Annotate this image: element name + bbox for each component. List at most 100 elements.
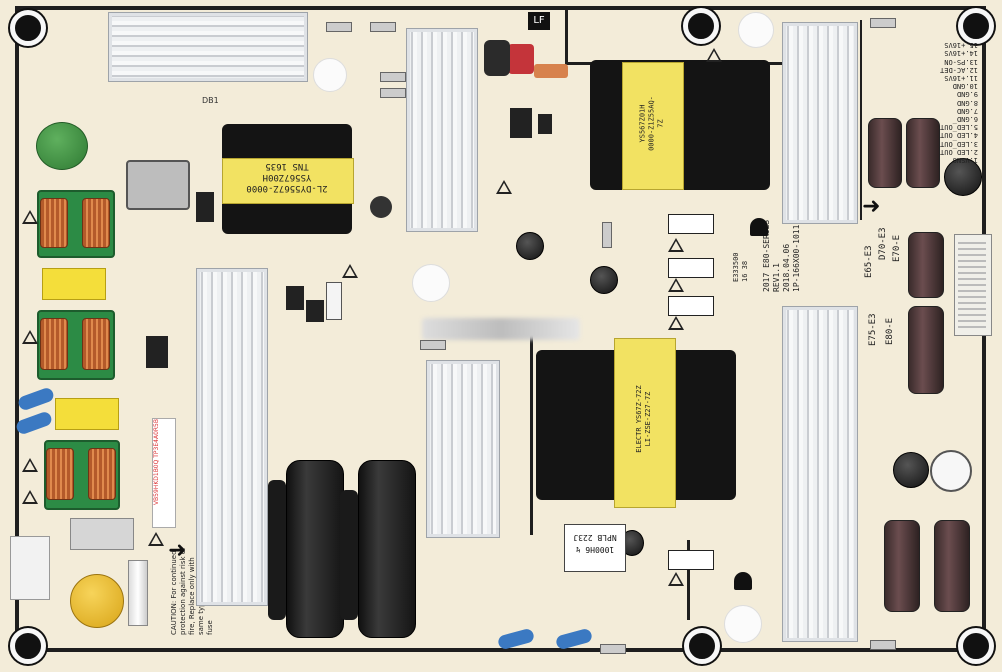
warning-triangle xyxy=(342,264,358,278)
grey-component xyxy=(70,518,134,550)
mounting-hole-tr xyxy=(958,8,994,44)
pin-11: 11.+16VS xyxy=(944,73,978,82)
resistor xyxy=(600,644,626,654)
transformer-main-tape xyxy=(614,338,676,508)
optocoupler-4 xyxy=(668,550,714,570)
diode-1 xyxy=(510,108,532,138)
transformer-left-line-2: YS567Z00H xyxy=(262,172,312,182)
transformer-left-label: 2L-DY5567Z-0000 YS567Z00H TNS 1635 xyxy=(226,160,348,193)
pin-8: 8.GND xyxy=(956,98,978,107)
output-capacitor-4 xyxy=(908,306,944,394)
lf-mark: LF xyxy=(528,12,550,30)
radial-capacitor-1 xyxy=(944,158,982,196)
e-label-4: E80-E xyxy=(885,317,895,345)
resistor xyxy=(326,22,352,32)
transformer-left-line-1: 2L-DY5567Z-0000 xyxy=(246,183,328,193)
heatsink-center-top xyxy=(406,28,478,232)
ul-stamp: E333500 16 38 xyxy=(732,252,750,282)
red-capacitor xyxy=(508,44,534,74)
resistor xyxy=(370,22,396,32)
trace-divider-4 xyxy=(687,540,690,620)
pin-3: 3.LED_OUT xyxy=(940,139,978,148)
barcode-value: VB59HKD1B0Q TP3E4A0R5B xyxy=(153,419,160,506)
warning-triangle xyxy=(22,490,38,504)
e-label-1: D70-E3 xyxy=(878,227,888,260)
bulk-capacitor-sleeve-2 xyxy=(340,490,358,620)
transformer-left-tape xyxy=(222,158,354,204)
output-capacitor-6 xyxy=(934,520,970,612)
warning-triangle xyxy=(22,210,38,224)
transformer-main-line-2: LI-ZSE-Z27-7Z xyxy=(644,391,652,447)
emi-coil-3b xyxy=(88,448,116,500)
resistor xyxy=(420,340,446,350)
transformer-top-line-2: 0000-Z1Z55AQ-7Z xyxy=(647,96,665,151)
connector-pin-list: 1.VSNS 2.LED_OUT 3.LED_OUT 4.LED_OUT 5.L… xyxy=(898,41,978,164)
transformer-main-line-1: ELECTR YS67Z-72Z xyxy=(635,385,643,453)
input-connector xyxy=(10,536,50,600)
resistor xyxy=(380,88,406,98)
pin-7: 7.GND xyxy=(956,106,978,115)
warning-triangle xyxy=(496,180,512,194)
diode-5 xyxy=(286,286,304,310)
resistor xyxy=(380,72,406,82)
series-silk-text: 2017 E80-SERIES REV1.1 2018.04.06 1P-166… xyxy=(762,220,802,292)
output-inductor: 1000H6 ↯ NPLB 223J xyxy=(564,524,626,572)
standoff xyxy=(724,605,762,643)
standoff xyxy=(738,12,774,48)
optocoupler-2 xyxy=(668,258,714,278)
pin-1: 1.VSNS xyxy=(952,156,978,164)
warning-triangle xyxy=(148,532,164,546)
resistor xyxy=(870,640,896,650)
output-capacitor-1 xyxy=(868,118,902,188)
pin-14: 14.+16VS xyxy=(944,49,978,58)
mounting-hole-tm xyxy=(683,8,719,44)
emi-coil-1b xyxy=(82,198,110,248)
y-capacitor-blue-2 xyxy=(14,410,54,436)
lf-mark-text: LF xyxy=(533,15,545,26)
trace-left xyxy=(15,6,19,646)
e-label-3: E65-E3 xyxy=(864,245,874,278)
transformer-left-line-3: TNS 1635 xyxy=(265,161,309,171)
e-label-5: E75-E3 xyxy=(868,313,878,346)
inductor-white-ring xyxy=(930,450,972,492)
trace-divider-5 xyxy=(860,20,862,220)
warning-triangle xyxy=(22,330,38,344)
radial-capacitor-4 xyxy=(590,266,618,294)
inductor-grey xyxy=(126,160,190,210)
pin-15: 15.+16VS xyxy=(944,41,978,50)
output-capacitor-3 xyxy=(908,232,944,298)
optocoupler-3 xyxy=(668,296,714,316)
bulk-capacitor-sleeve xyxy=(268,480,286,620)
trace-bottom xyxy=(15,648,985,652)
output-connector-pins xyxy=(958,240,986,328)
diode-3 xyxy=(146,336,168,368)
pin-4: 4.LED_OUT xyxy=(940,131,978,140)
diode-6 xyxy=(306,300,324,322)
series-line-3: 2018.04.06 xyxy=(782,243,791,292)
output-capacitor-2 xyxy=(906,118,940,188)
y-capacitor-blue-3 xyxy=(496,627,536,651)
y-capacitor-blue-4 xyxy=(554,627,594,651)
radial-capacitor-2 xyxy=(893,452,929,488)
warning-triangle xyxy=(668,572,684,586)
emi-coil-1a xyxy=(40,198,68,248)
bulk-capacitor-1 xyxy=(286,460,344,638)
transistor-2 xyxy=(734,572,752,590)
pin-2: 2.LED_OUT xyxy=(940,147,978,156)
warning-triangle xyxy=(668,278,684,292)
fuse-glass xyxy=(128,560,148,626)
series-line-4: 1P-166X00-1011 xyxy=(792,224,801,292)
mounting-hole-br xyxy=(958,628,994,664)
diode-4 xyxy=(196,192,214,222)
resistor xyxy=(602,222,612,248)
trace-divider-3 xyxy=(530,335,533,535)
trace-top xyxy=(15,6,985,10)
emi-coil-3a xyxy=(46,448,74,500)
warning-triangle xyxy=(22,458,38,472)
transistor-3 xyxy=(370,196,392,218)
radial-capacitor-3 xyxy=(516,232,544,260)
pin-12: 12.AC-DET xyxy=(940,65,978,74)
mounting-hole-tl xyxy=(10,10,46,46)
heatsink-right-top xyxy=(782,22,858,224)
